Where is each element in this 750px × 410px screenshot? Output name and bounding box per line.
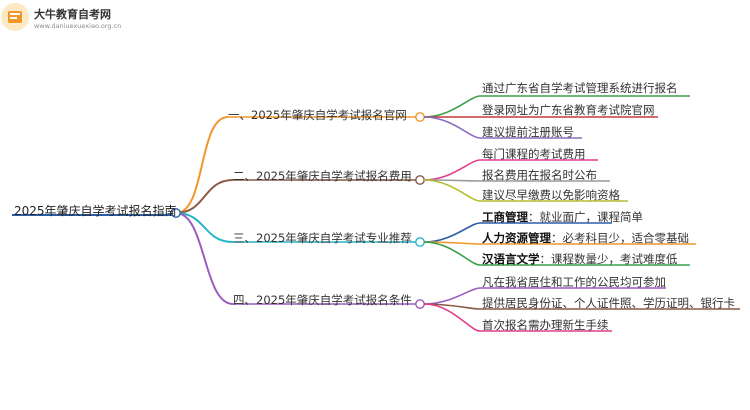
leaf-3-2: 人力资源管理：必考科目少，适合零基础 xyxy=(482,230,689,246)
leaf-1-1: 通过广东省自学考试管理系统进行报名 xyxy=(482,81,678,95)
leaf-3-1-major: 工商管理 xyxy=(482,210,528,224)
branch-2-label: 二、2025年肇庆自学考试报名费用 xyxy=(233,169,412,183)
branch-3-node xyxy=(415,237,425,247)
leaf-3-3-curve xyxy=(423,241,481,266)
leaf-4-3: 首次报名需办理新生手续 xyxy=(482,318,609,332)
branch-4-curve xyxy=(175,212,234,305)
leaf-2-3-curve xyxy=(423,179,481,202)
root-node xyxy=(171,208,181,218)
leaf-2-1: 每门课程的考试费用 xyxy=(482,147,586,161)
leaf-3-3-major: 汉语言文学 xyxy=(482,252,540,266)
leaf-3-1-curve xyxy=(423,222,481,243)
leaf-4-1-curve xyxy=(423,287,481,305)
leaf-1-3: 建议提前注册账号 xyxy=(482,125,574,139)
branch-1-label: 一、2025年肇庆自学考试报名官网 xyxy=(228,108,407,122)
branch-1-curve xyxy=(175,116,229,214)
leaf-4-1: 凡在我省居住和工作的公民均可参加 xyxy=(482,275,666,289)
leaf-1-3-curve xyxy=(423,116,481,139)
leaf-4-2: 提供居民身份证、个人证件照、学历证明、银行卡 xyxy=(482,296,735,310)
leaf-3-1-detail: ：就业面广，课程简单 xyxy=(528,210,643,224)
leaf-2-3: 建议尽早缴费以免影响资格 xyxy=(482,188,620,202)
leaf-3-3: 汉语言文学：课程数量少，考试难度低 xyxy=(482,251,678,267)
brand-logo: 大牛教育自考网 www.daniuexuexiao.org.cn xyxy=(0,0,140,40)
leaf-2-1-curve xyxy=(423,159,481,181)
book-icon xyxy=(1,3,29,31)
leaf-2-2: 报名费用在报名时公布 xyxy=(482,168,597,182)
branch-2-curve xyxy=(175,179,234,214)
branch-4-label: 四、2025年肇庆自学考试报名条件 xyxy=(233,293,412,307)
brand-name: 大牛教育自考网 xyxy=(34,8,111,21)
branch-2-node xyxy=(415,175,425,185)
leaf-3-2-major: 人力资源管理 xyxy=(482,231,551,245)
leaf-4-3-curve xyxy=(423,303,481,332)
leaf-1-1-curve xyxy=(423,95,481,118)
leaf-1-2: 登录网址为广东省教育考试院官网 xyxy=(482,103,655,117)
branch-3-curve xyxy=(175,212,234,243)
brand-url: www.daniuexuexiao.org.cn xyxy=(34,22,122,30)
branch-1-node xyxy=(415,112,425,122)
leaf-3-2-detail: ：必考科目少，适合零基础 xyxy=(551,231,689,245)
leaf-3-3-detail: ：课程数量少，考试难度低 xyxy=(539,252,678,266)
leaf-3-1: 工商管理：就业面广，课程简单 xyxy=(482,209,643,225)
branch-3-label: 三、2025年肇庆自学考试专业推荐 xyxy=(233,231,412,245)
root-node-label: 2025年肇庆自学考试报名指南 xyxy=(14,204,177,218)
branch-4-node xyxy=(415,299,425,309)
